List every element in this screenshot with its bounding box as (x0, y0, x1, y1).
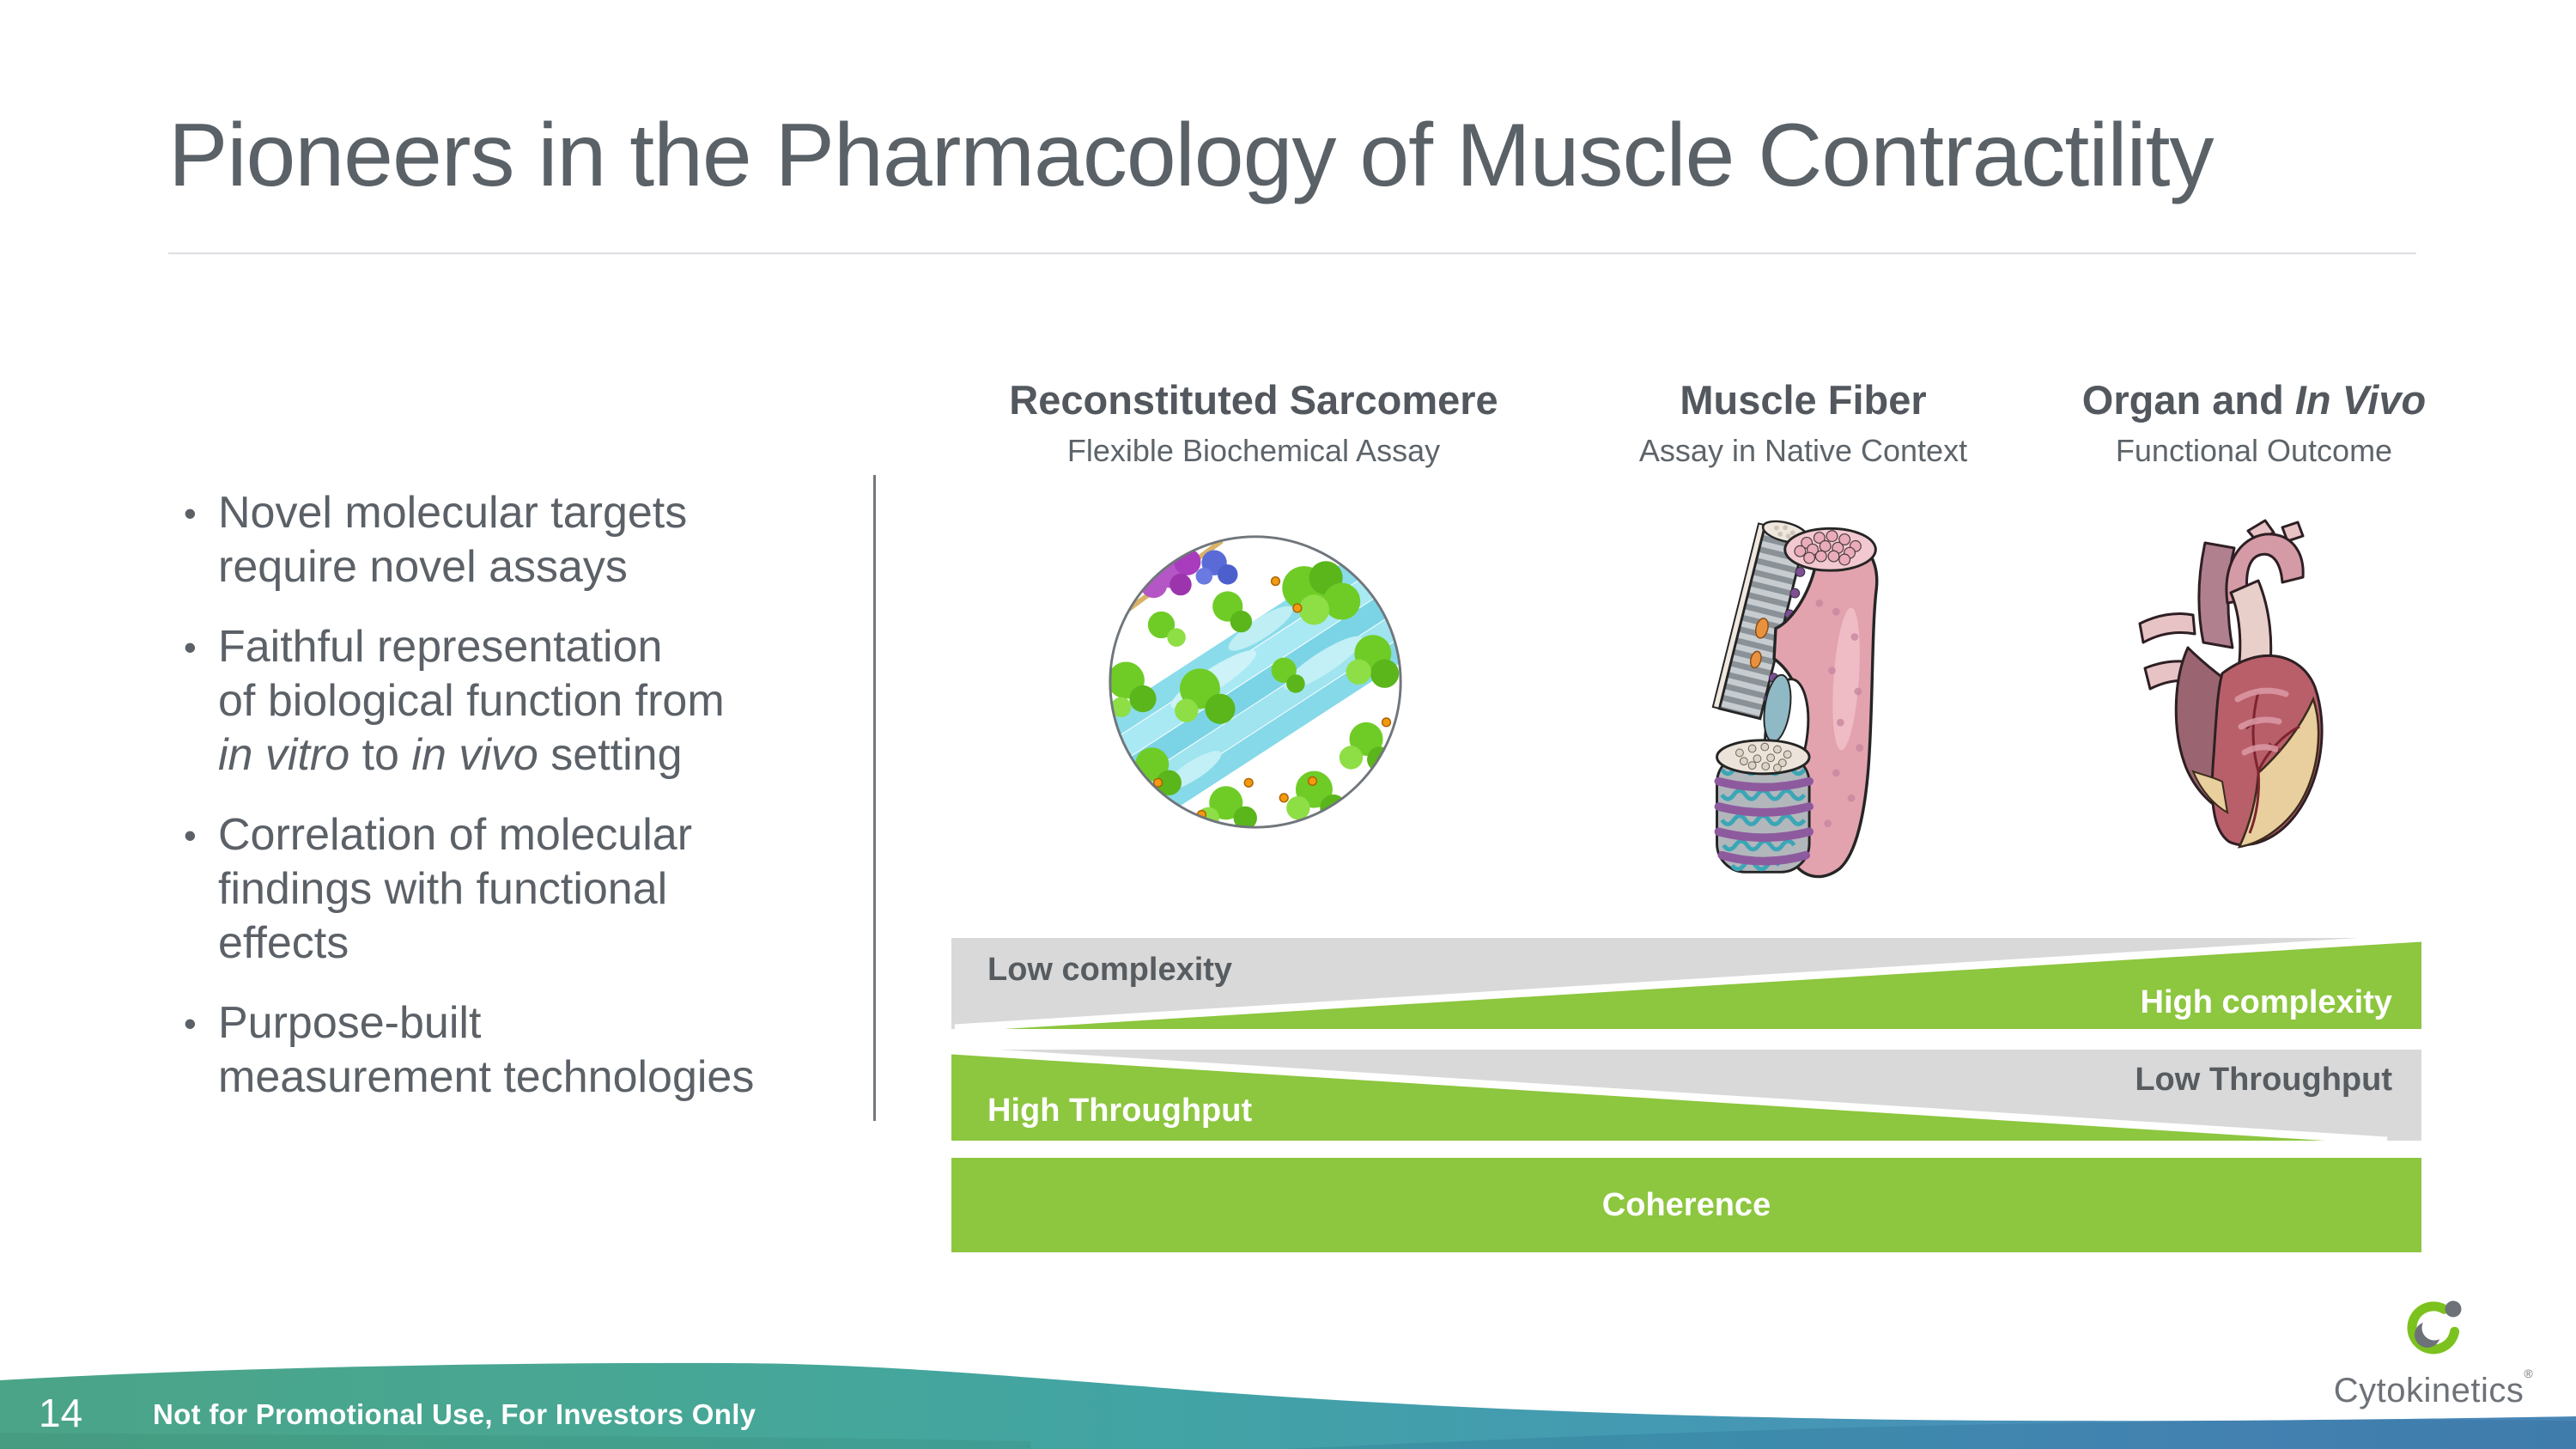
content-divider (873, 475, 876, 1121)
bullet-marker: • (184, 815, 197, 855)
column-subtitle-organ-in-vivo: Functional Outcome (2115, 433, 2393, 468)
heart-illustration (2131, 514, 2342, 849)
bullet-list: • Novel molecular targets require novel … (184, 486, 922, 1130)
footer-wave (0, 1362, 2576, 1449)
complexity-low-label: Low complexity (987, 952, 1233, 988)
coherence-bar (951, 1158, 2421, 1252)
column-title-muscle-fiber: Muscle Fiber (1680, 377, 1927, 423)
column-title-reconstituted-sarcomere: Reconstituted Sarcomere (1009, 377, 1498, 423)
bullet-item: • Novel molecular targets require novel … (184, 486, 922, 594)
complexity-bar (951, 938, 2421, 1029)
logo-wordmark: Cytokinetics® (2333, 1367, 2534, 1409)
bullet-text: Faithful representation of biological fu… (218, 622, 725, 780)
bullet-item: • Faithful representation of biological … (184, 620, 922, 782)
throughput-bar (951, 1050, 2421, 1141)
column-subtitle-muscle-fiber: Assay in Native Context (1638, 433, 1968, 468)
complexity-high-label: High complexity (2140, 984, 2393, 1020)
bullet-item: • Correlation of molecular findings with… (184, 808, 922, 971)
column-subtitle-reconstituted-sarcomere: Flexible Biochemical Assay (1066, 433, 1441, 468)
footer-disclaimer: Not for Promotional Use, For Investors O… (153, 1398, 756, 1430)
sarcomere-illustration (1104, 531, 1406, 833)
bullet-marker: • (184, 1003, 197, 1044)
bullet-text: Correlation of molecular findings with f… (218, 810, 693, 968)
bullet-item: • Purpose-built measurement technologies (184, 996, 922, 1105)
bullet-text: Novel molecular targets require novel as… (218, 488, 688, 592)
slide-title: Pioneers in the Pharmacology of Muscle C… (168, 106, 2215, 205)
cytokinetics-logo: Cytokinetics® (2318, 1297, 2549, 1410)
throughput-high-label: High Throughput (987, 1093, 1253, 1129)
bullet-marker: • (184, 627, 197, 667)
column-title-organ-in-vivo: Organ and In Vivo (2081, 377, 2427, 423)
throughput-low-label: Low Throughput (2135, 1062, 2392, 1098)
muscle-fiber-illustration (1693, 502, 1895, 885)
registered-trademark: ® (2524, 1367, 2534, 1380)
bullet-marker: • (184, 493, 197, 533)
logo-mark-icon (2407, 1300, 2462, 1355)
page-number: 14 (39, 1391, 83, 1435)
title-divider (168, 253, 2416, 254)
coherence-label: Coherence (1601, 1187, 1771, 1223)
bullet-text: Purpose-built measurement technologies (218, 998, 755, 1102)
